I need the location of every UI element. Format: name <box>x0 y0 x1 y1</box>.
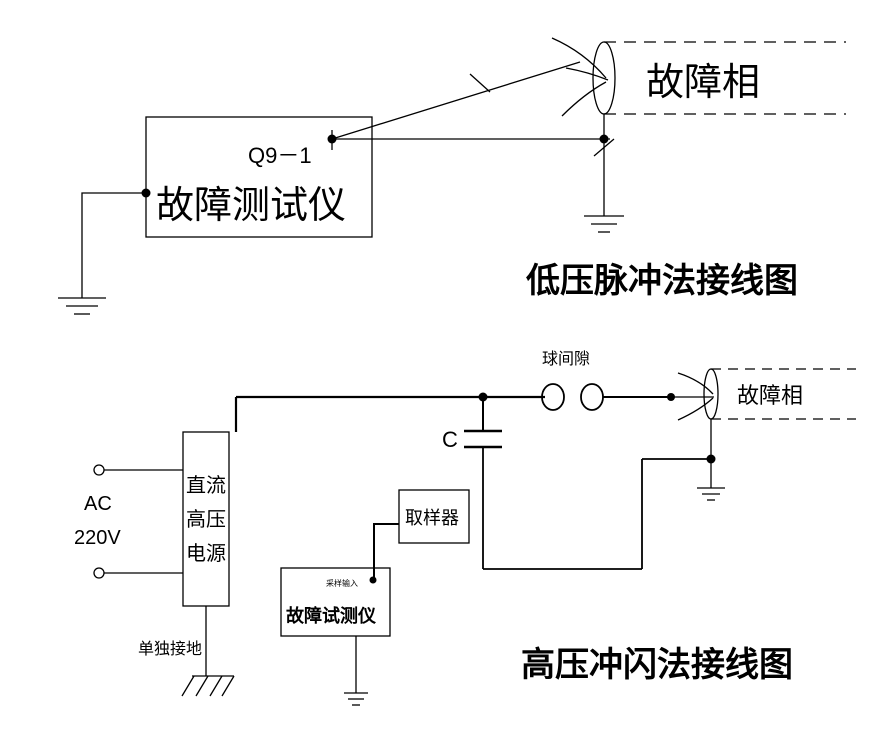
ac-label: AC <box>84 493 112 515</box>
fault-tester-box <box>280 567 391 637</box>
fault-tester-label: 故障试测仪 <box>286 605 377 627</box>
sphere-gap-label: 球间隙 <box>542 349 590 368</box>
cable-entry-dot <box>667 393 675 401</box>
signal-lead-tick <box>469 73 491 93</box>
sampler-label: 取样器 <box>405 508 459 529</box>
high-voltage-impulse-diagram: 直流 高压 电源 AC 220V 单独接地 C <box>74 349 856 706</box>
port-label: Q9－1 <box>248 143 312 168</box>
sphere-gap-left <box>541 383 565 411</box>
ground-symbol <box>584 215 624 233</box>
sampler-box <box>398 489 470 544</box>
ground-symbol <box>697 487 725 501</box>
low-voltage-pulse-diagram: 故障测试仪 Q9－1 故障相 <box>58 37 846 315</box>
supply-label-line3: 电源 <box>186 541 226 565</box>
diagram-title: 高压冲闪法接线图 <box>521 645 793 685</box>
fault-phase-cable <box>672 368 856 421</box>
fault-phase-label: 故障相 <box>737 384 803 409</box>
sampler-lead <box>373 523 399 580</box>
capacitor-label: C <box>442 427 458 452</box>
supply-label-line1: 直流 <box>186 473 226 497</box>
fault-phase-label: 故障相 <box>646 60 760 104</box>
supply-label-line2: 高压 <box>186 507 226 531</box>
signal-lead <box>331 61 581 140</box>
ground-lead <box>81 192 146 298</box>
ac-terminal-top <box>93 464 105 476</box>
separate-ground-hatch <box>181 675 235 697</box>
diagram-title: 低压脉冲法接线图 <box>526 261 798 301</box>
ground-symbol <box>344 692 368 706</box>
separate-ground-label: 单独接地 <box>138 639 202 658</box>
sphere-gap-right <box>580 383 604 411</box>
sampling-input-label: 采样输入 <box>326 578 358 588</box>
sheath-lead-tick <box>593 138 615 157</box>
sampling-input-dot <box>369 576 377 584</box>
voltage-label: 220V <box>74 527 121 549</box>
fault-tester-label: 故障测试仪 <box>156 183 346 227</box>
fault-phase-cable <box>551 37 846 117</box>
ground-symbol <box>58 297 106 315</box>
sheath-junction-dot <box>706 454 716 464</box>
ac-terminal-bottom <box>93 567 105 579</box>
fault-tester-box <box>145 116 373 238</box>
